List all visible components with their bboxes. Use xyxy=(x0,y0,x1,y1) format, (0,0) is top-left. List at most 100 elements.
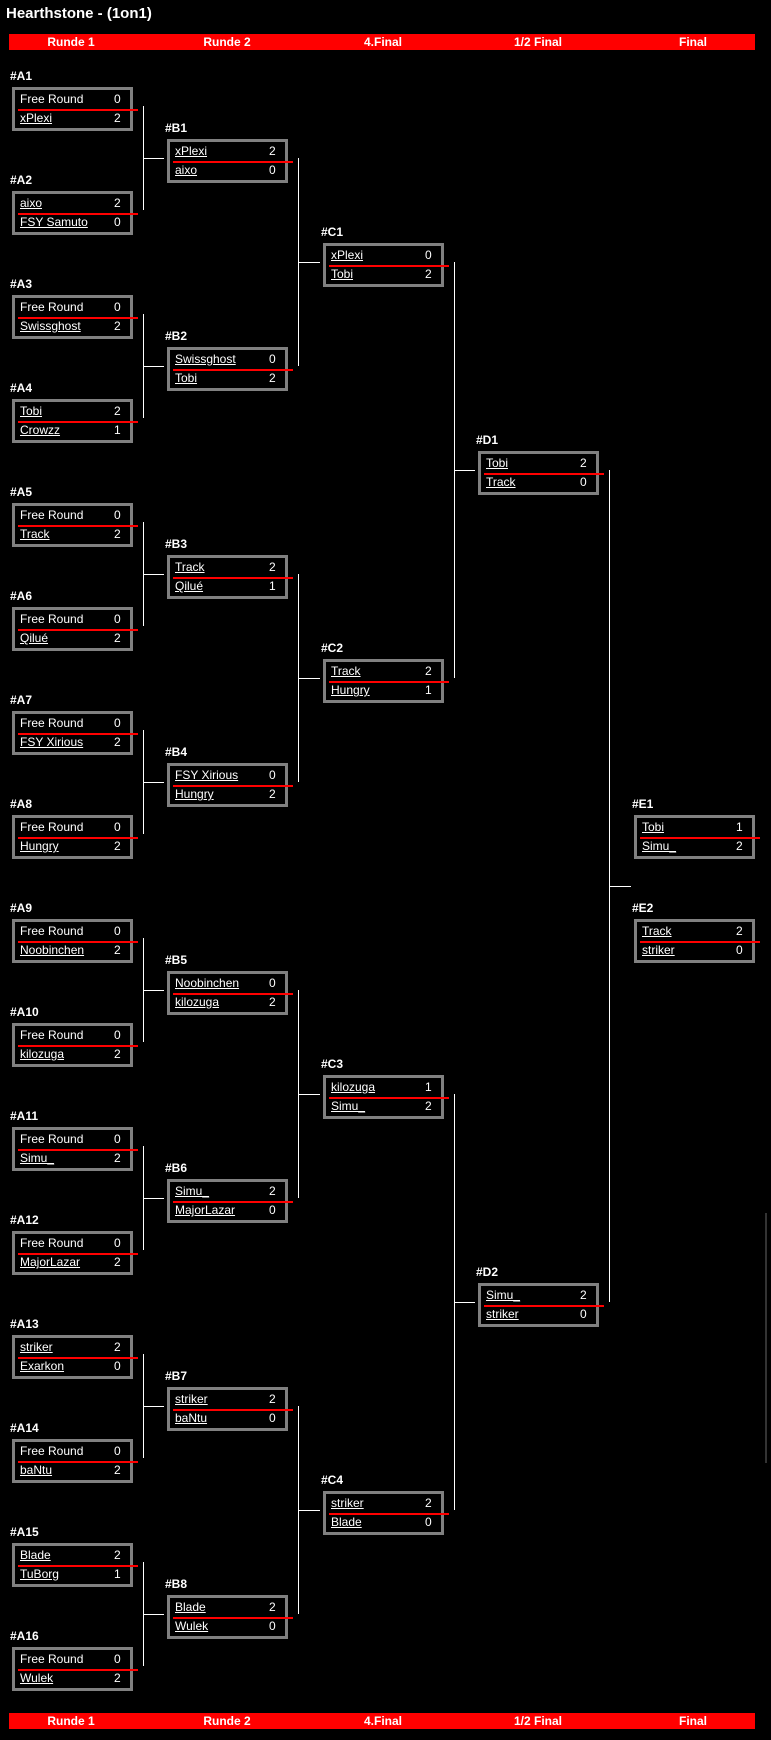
player-name[interactable]: TuBorg xyxy=(20,1567,59,1581)
player-name[interactable]: Hungry xyxy=(331,683,370,697)
player-score: 2 xyxy=(114,1047,121,1061)
player-name[interactable]: Swissghost xyxy=(175,352,236,366)
player-name[interactable]: Track xyxy=(20,527,50,541)
match-slot: kilozuga 2 xyxy=(18,1045,138,1064)
player-name[interactable]: Qilué xyxy=(175,579,204,593)
player-name[interactable]: aixo xyxy=(20,196,43,210)
player-score: 2 xyxy=(114,527,121,541)
player-name[interactable]: striker xyxy=(331,1496,364,1510)
player-name[interactable]: baNtu xyxy=(175,1411,208,1425)
player-name[interactable]: Simu_ xyxy=(331,1099,366,1113)
player-score: 2 xyxy=(736,839,743,853)
match-label: #C3 xyxy=(321,1057,344,1071)
player-score: 2 xyxy=(269,1392,276,1406)
player-score: 1 xyxy=(114,1567,121,1581)
match-slot: aixo 0 xyxy=(173,161,293,180)
round-label: Runde 2 xyxy=(203,35,251,49)
player-name[interactable]: Tobi xyxy=(331,267,354,281)
match-label: #B2 xyxy=(165,329,188,343)
player-score: 0 xyxy=(114,924,121,938)
player-name[interactable]: Noobinchen xyxy=(20,943,85,957)
match-label: #B6 xyxy=(165,1161,188,1175)
player-name: Free Round xyxy=(20,1028,84,1042)
player-score: 2 xyxy=(114,196,121,210)
player-name[interactable]: Hungry xyxy=(175,787,214,801)
match-label: #B7 xyxy=(165,1369,188,1383)
player-name[interactable]: FSY Xirious xyxy=(20,735,84,749)
player-name[interactable]: Noobinchen xyxy=(175,976,240,990)
match-slot: Simu_ 2 xyxy=(329,1097,449,1116)
player-name[interactable]: Blade xyxy=(20,1548,51,1562)
player-name[interactable]: MajorLazar xyxy=(20,1255,81,1269)
player-name[interactable]: Qilué xyxy=(20,631,49,645)
player-name[interactable]: kilozuga xyxy=(331,1080,376,1094)
player-name[interactable]: Tobi xyxy=(486,456,509,470)
player-name[interactable]: striker xyxy=(20,1340,53,1354)
player-name[interactable]: Blade xyxy=(175,1600,206,1614)
player-score: 2 xyxy=(114,943,121,957)
player-name[interactable]: striker xyxy=(175,1392,208,1406)
player-name[interactable]: Track xyxy=(486,475,516,489)
player-name[interactable]: Wulek xyxy=(175,1619,209,1633)
player-name[interactable]: Simu_ xyxy=(20,1151,55,1165)
player-name[interactable]: Track xyxy=(331,664,361,678)
player-name[interactable]: FSY Xirious xyxy=(175,768,239,782)
player-name[interactable]: Crowzz xyxy=(20,423,61,437)
player-name[interactable]: Tobi xyxy=(175,371,198,385)
match-label: #E1 xyxy=(632,797,654,811)
player-score: 0 xyxy=(269,1203,276,1217)
round-header-bottom: Runde 1 Runde 2 4.Final 1/2 Final Final xyxy=(9,1713,755,1729)
player-name: Free Round xyxy=(20,508,84,522)
match-label: #A10 xyxy=(10,1005,39,1019)
player-score: 0 xyxy=(269,1619,276,1633)
player-name[interactable]: Simu_ xyxy=(486,1288,521,1302)
player-score: 2 xyxy=(425,1099,432,1113)
player-name[interactable]: baNtu xyxy=(20,1463,53,1477)
player-name[interactable]: Swissghost xyxy=(20,319,81,333)
bracket-connector xyxy=(298,262,320,263)
round-label: 4.Final xyxy=(363,35,403,49)
player-name[interactable]: Simu_ xyxy=(175,1184,210,1198)
player-name[interactable]: Simu_ xyxy=(642,839,677,853)
player-name[interactable]: kilozuga xyxy=(175,995,220,1009)
player-name[interactable]: xPlexi xyxy=(331,248,364,262)
player-name[interactable]: Track xyxy=(175,560,205,574)
player-name[interactable]: Tobi xyxy=(642,820,665,834)
player-name[interactable]: Blade xyxy=(331,1515,362,1529)
player-name[interactable]: FSY Samuto xyxy=(20,215,88,229)
player-name[interactable]: xPlexi xyxy=(20,111,53,125)
player-name[interactable]: Wulek xyxy=(20,1671,54,1685)
match-label: #A6 xyxy=(10,589,33,603)
player-name[interactable]: xPlexi xyxy=(175,144,208,158)
player-name[interactable]: aixo xyxy=(175,163,198,177)
player-name[interactable]: Exarkon xyxy=(20,1359,65,1373)
player-name[interactable]: kilozuga xyxy=(20,1047,65,1061)
player-name[interactable]: Track xyxy=(642,924,672,938)
player-score: 0 xyxy=(114,300,121,314)
match-slot: MajorLazar 0 xyxy=(173,1201,293,1220)
player-score: 0 xyxy=(269,163,276,177)
match-label: #B5 xyxy=(165,953,188,967)
player-name[interactable]: striker xyxy=(642,943,675,957)
player-name[interactable]: MajorLazar xyxy=(175,1203,236,1217)
round-label: Runde 2 xyxy=(203,1714,251,1728)
player-name[interactable]: Hungry xyxy=(20,839,59,853)
player-name[interactable]: Tobi xyxy=(20,404,43,418)
player-name[interactable]: striker xyxy=(486,1307,519,1321)
